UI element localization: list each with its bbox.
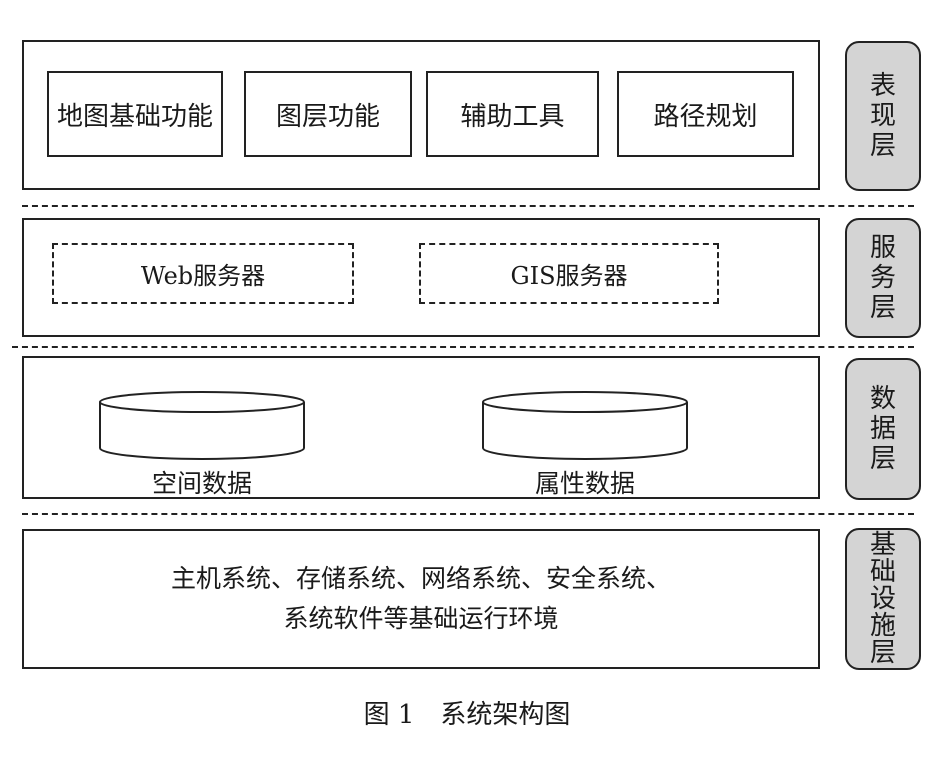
layer-tag-char: 据 [869,414,896,444]
layer-tag-char: 表 [869,71,896,101]
layer-separator [22,205,914,207]
layer-tag-char: 层 [869,637,896,668]
spatial-data-label: 空间数据 [151,469,252,498]
layer-tag-char: 施 [869,610,896,641]
web-server-box: Web服务器 [52,243,354,304]
layer-tag-char: 数 [869,384,896,414]
figure-caption: 图 1 系统架构图 [363,700,571,730]
layer-tag-char: 现 [869,101,896,131]
gis-server-box: GIS服务器 [419,243,719,304]
layer-tag-char: 务 [869,263,896,293]
infrastructure-layer-box: 主机系统、存储系统、网络系统、安全系统、 系统软件等基础运行环境 [22,529,820,669]
layer-tag-char: 基 [869,529,896,560]
module-box-map-basic: 地图基础功能 [47,71,223,157]
layer-tag-service: 服务层 [845,218,921,338]
layer-tag-presentation: 表现层 [845,41,921,191]
layer-tag-char: 服 [869,233,896,263]
infrastructure-text-line-1: 主机系统、存储系统、网络系统、安全系统、 [170,564,671,593]
attribute-data-label: 属性数据 [534,469,635,498]
module-box-layer-function: 图层功能 [244,71,412,157]
database-cylinder-icon [99,391,305,460]
infrastructure-text-line-2: 系统软件等基础运行环境 [283,604,559,633]
layer-tag-infrastructure: 基础设施层 [845,528,921,670]
layer-tag-char: 础 [869,556,896,587]
service-layer-box [22,218,820,337]
layer-separator [22,513,914,515]
layer-tag-char: 层 [869,444,896,474]
database-cylinder-icon [482,391,688,460]
layer-tag-char: 设 [869,583,896,614]
module-box-route-planning: 路径规划 [617,71,794,157]
module-box-aux-tools: 辅助工具 [426,71,599,157]
layer-tag-char: 层 [869,131,896,161]
layer-separator [12,346,914,348]
layer-tag-char: 层 [869,293,896,323]
layer-tag-data: 数据层 [845,358,921,500]
